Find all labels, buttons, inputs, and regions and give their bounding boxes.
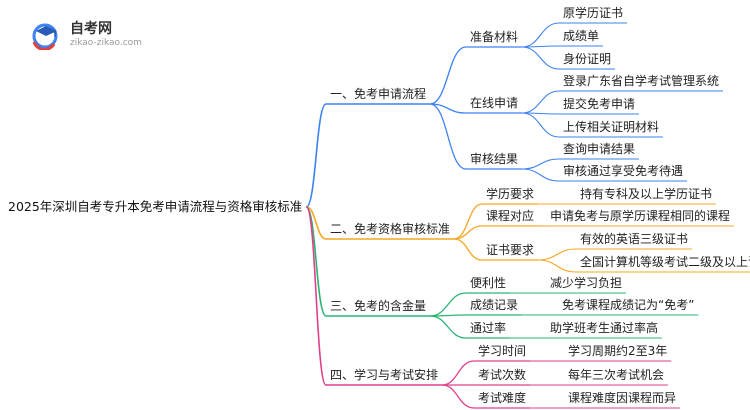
connector-branch-to-subtopic	[453, 238, 483, 261]
leaf-node[interactable]: 助学班考生通过率高	[550, 321, 659, 335]
connector-branch-to-subtopic	[429, 46, 467, 105]
leaf-node[interactable]: 成绩单	[563, 29, 600, 43]
leaf-node[interactable]: 身份证明	[563, 52, 612, 66]
subtopic-node[interactable]: 证书要求	[486, 243, 535, 257]
connector-branch-to-subtopic	[429, 292, 467, 317]
connector-branch-to-subtopic	[453, 225, 483, 240]
connector-subtopic-to-leaf	[521, 90, 560, 114]
subtopic-node[interactable]: 学习时间	[478, 344, 527, 358]
connector-branch-to-subtopic	[429, 315, 467, 339]
branch-node-study-exam-arrangement[interactable]: 四、学习与考试安排	[330, 368, 439, 382]
branch-node-exemption-value[interactable]: 三、免考的含金量	[330, 299, 427, 313]
leaf-node[interactable]: 有效的英语三级证书	[580, 232, 689, 246]
connector-root-to-branch	[305, 103, 327, 208]
branch-node-eligibility-standards[interactable]: 二、免考资格审核标准	[330, 222, 451, 236]
leaf-node[interactable]: 提交免考申请	[563, 97, 636, 111]
connector-subtopic-to-leaf	[538, 259, 577, 273]
logo-url: zikao-zikao.com	[70, 38, 142, 48]
leaf-node[interactable]: 上传相关证明材料	[563, 120, 660, 134]
subtopic-node[interactable]: 审核结果	[470, 152, 519, 166]
connector-root-to-branch	[305, 206, 327, 386]
connector-branch-to-subtopic	[441, 384, 475, 409]
leaf-node[interactable]: 全国计算机等级考试二级及以上证书	[580, 255, 750, 269]
connector-branch-to-subtopic	[430, 103, 467, 114]
graduation-cap-logo-icon	[32, 23, 58, 50]
branch-node-application-process[interactable]: 一、免考申请流程	[330, 87, 427, 101]
leaf-node[interactable]: 每年三次考试机会	[568, 368, 665, 382]
connector-subtopic-to-leaf	[538, 248, 577, 261]
mindmap-root-node[interactable]: 2025年深圳自考专升本免考申请流程与资格审核标准	[8, 199, 303, 214]
leaf-node[interactable]: 原学历证书	[563, 6, 624, 20]
leaf-node[interactable]: 减少学习负担	[550, 276, 623, 290]
subtopic-node[interactable]: 便利性	[470, 276, 507, 290]
subtopic-node[interactable]: 通过率	[470, 321, 507, 335]
leaf-node[interactable]: 查询申请结果	[563, 142, 636, 156]
leaf-node[interactable]: 持有专科及以上学历证书	[580, 187, 713, 201]
subtopic-node[interactable]: 在线申请	[470, 96, 519, 110]
leaf-node[interactable]: 免考课程成绩记为“免考”	[562, 298, 695, 312]
subtopic-node[interactable]: 成绩记录	[470, 298, 519, 312]
subtopic-node[interactable]: 准备材料	[470, 30, 519, 44]
leaf-node[interactable]: 登录广东省自学考试管理系统	[563, 74, 720, 88]
connector-subtopic-to-leaf	[521, 46, 560, 70]
site-logo[interactable]: 自考网 zikao-zikao.com	[30, 18, 150, 52]
connector-subtopic-to-leaf	[522, 158, 560, 170]
subtopic-node[interactable]: 考试难度	[478, 391, 527, 405]
subtopic-node[interactable]: 学历要求	[486, 187, 535, 201]
connector-branch-to-subtopic	[429, 103, 467, 170]
subtopic-node[interactable]: 考试次数	[478, 368, 527, 382]
connector-subtopic-to-leaf	[521, 22, 560, 48]
connector-branch-to-subtopic	[441, 360, 475, 386]
leaf-node[interactable]: 学习周期约2至3年	[568, 344, 668, 358]
logo-title: 自考网	[70, 21, 112, 37]
leaf-node[interactable]: 审核通过享受免考待遇	[563, 164, 684, 178]
connector-subtopic-to-leaf	[522, 168, 560, 182]
leaf-node[interactable]: 申请免考与原学历课程相同的课程	[550, 209, 731, 223]
connector-subtopic-to-leaf	[521, 112, 560, 138]
connector-branch-to-subtopic	[453, 203, 483, 240]
leaf-node[interactable]: 课程难度因课程而异	[568, 391, 677, 405]
subtopic-node[interactable]: 课程对应	[486, 209, 535, 223]
